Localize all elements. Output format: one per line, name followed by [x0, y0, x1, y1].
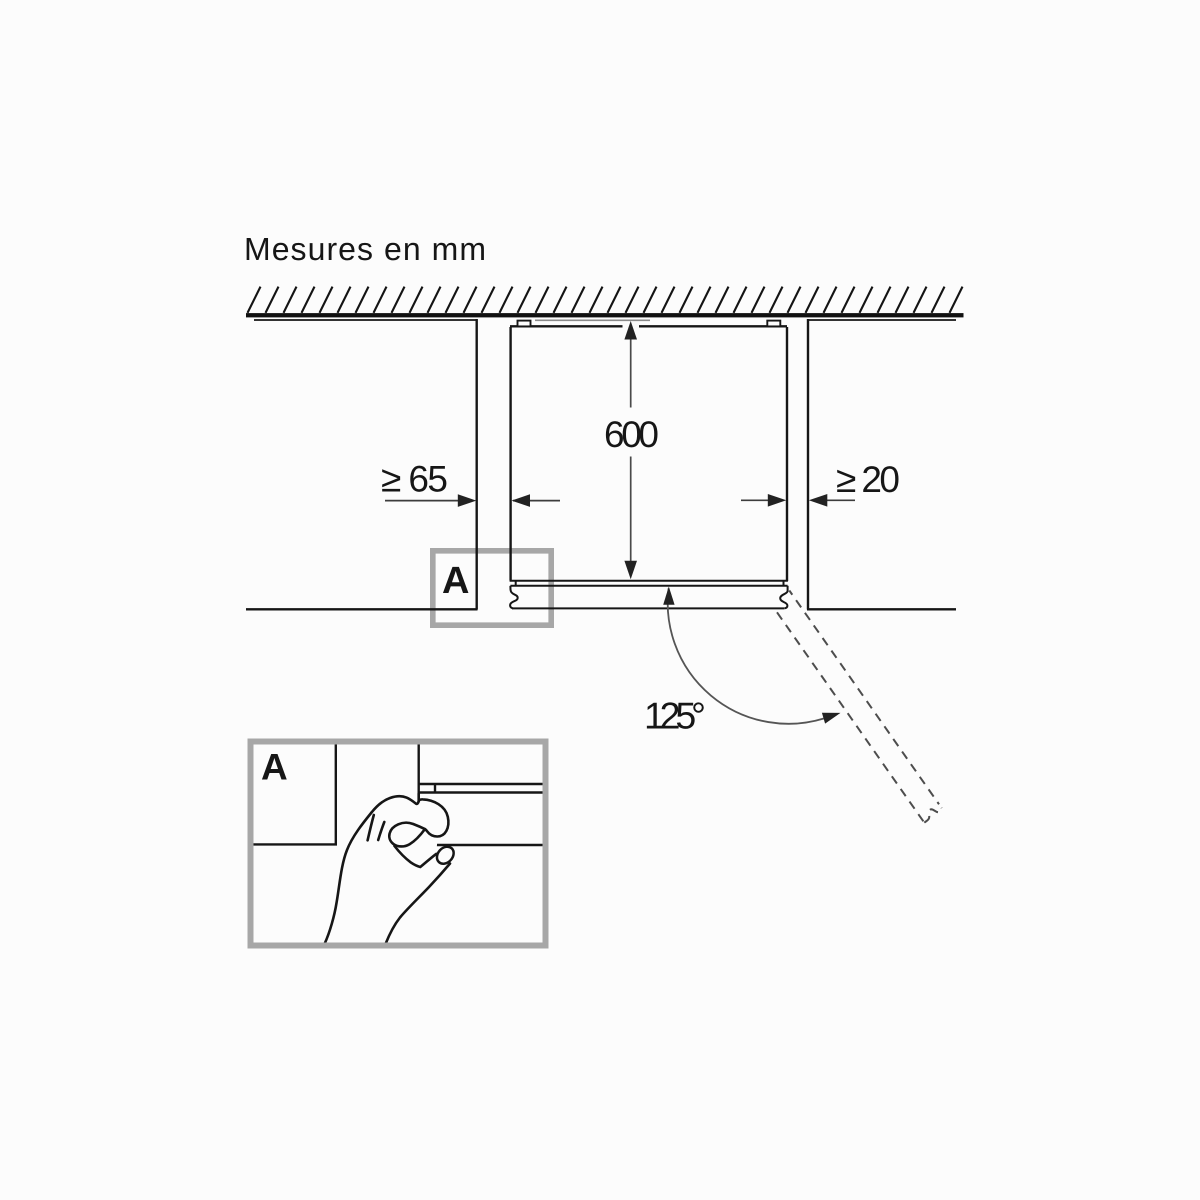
svg-text:Mesures en mm: Mesures en mm	[244, 231, 486, 267]
svg-text:600: 600	[604, 414, 659, 455]
svg-text:125°: 125°	[644, 695, 706, 737]
svg-text:A: A	[442, 560, 469, 602]
svg-text:A: A	[261, 747, 288, 788]
svg-text:≥ 20: ≥ 20	[836, 459, 900, 500]
svg-text:≥ 65: ≥ 65	[381, 459, 448, 500]
